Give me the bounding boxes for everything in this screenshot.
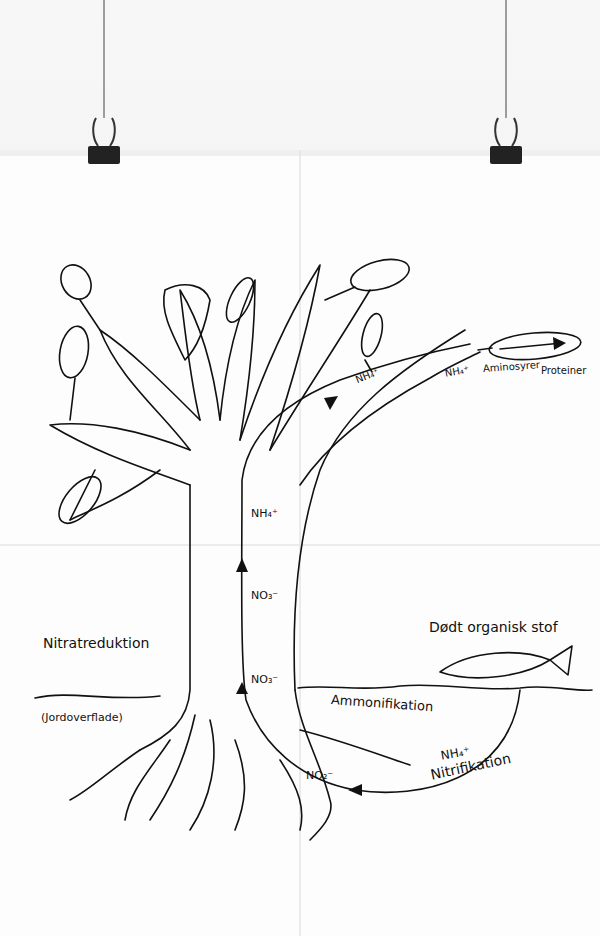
process-label: Proteiner xyxy=(540,365,587,376)
ion-label: NH₄⁺ xyxy=(250,508,279,520)
ion-label: NO₃⁻ xyxy=(250,590,279,602)
ion-label: NO₂⁻ xyxy=(305,770,334,782)
ground-label: (Jordoverflade) xyxy=(40,712,124,724)
ion-label: NO₃⁻ xyxy=(250,674,279,686)
substance-label: Dødt organisk stof xyxy=(428,620,559,635)
process-label: Nitratreduktion xyxy=(42,636,150,651)
